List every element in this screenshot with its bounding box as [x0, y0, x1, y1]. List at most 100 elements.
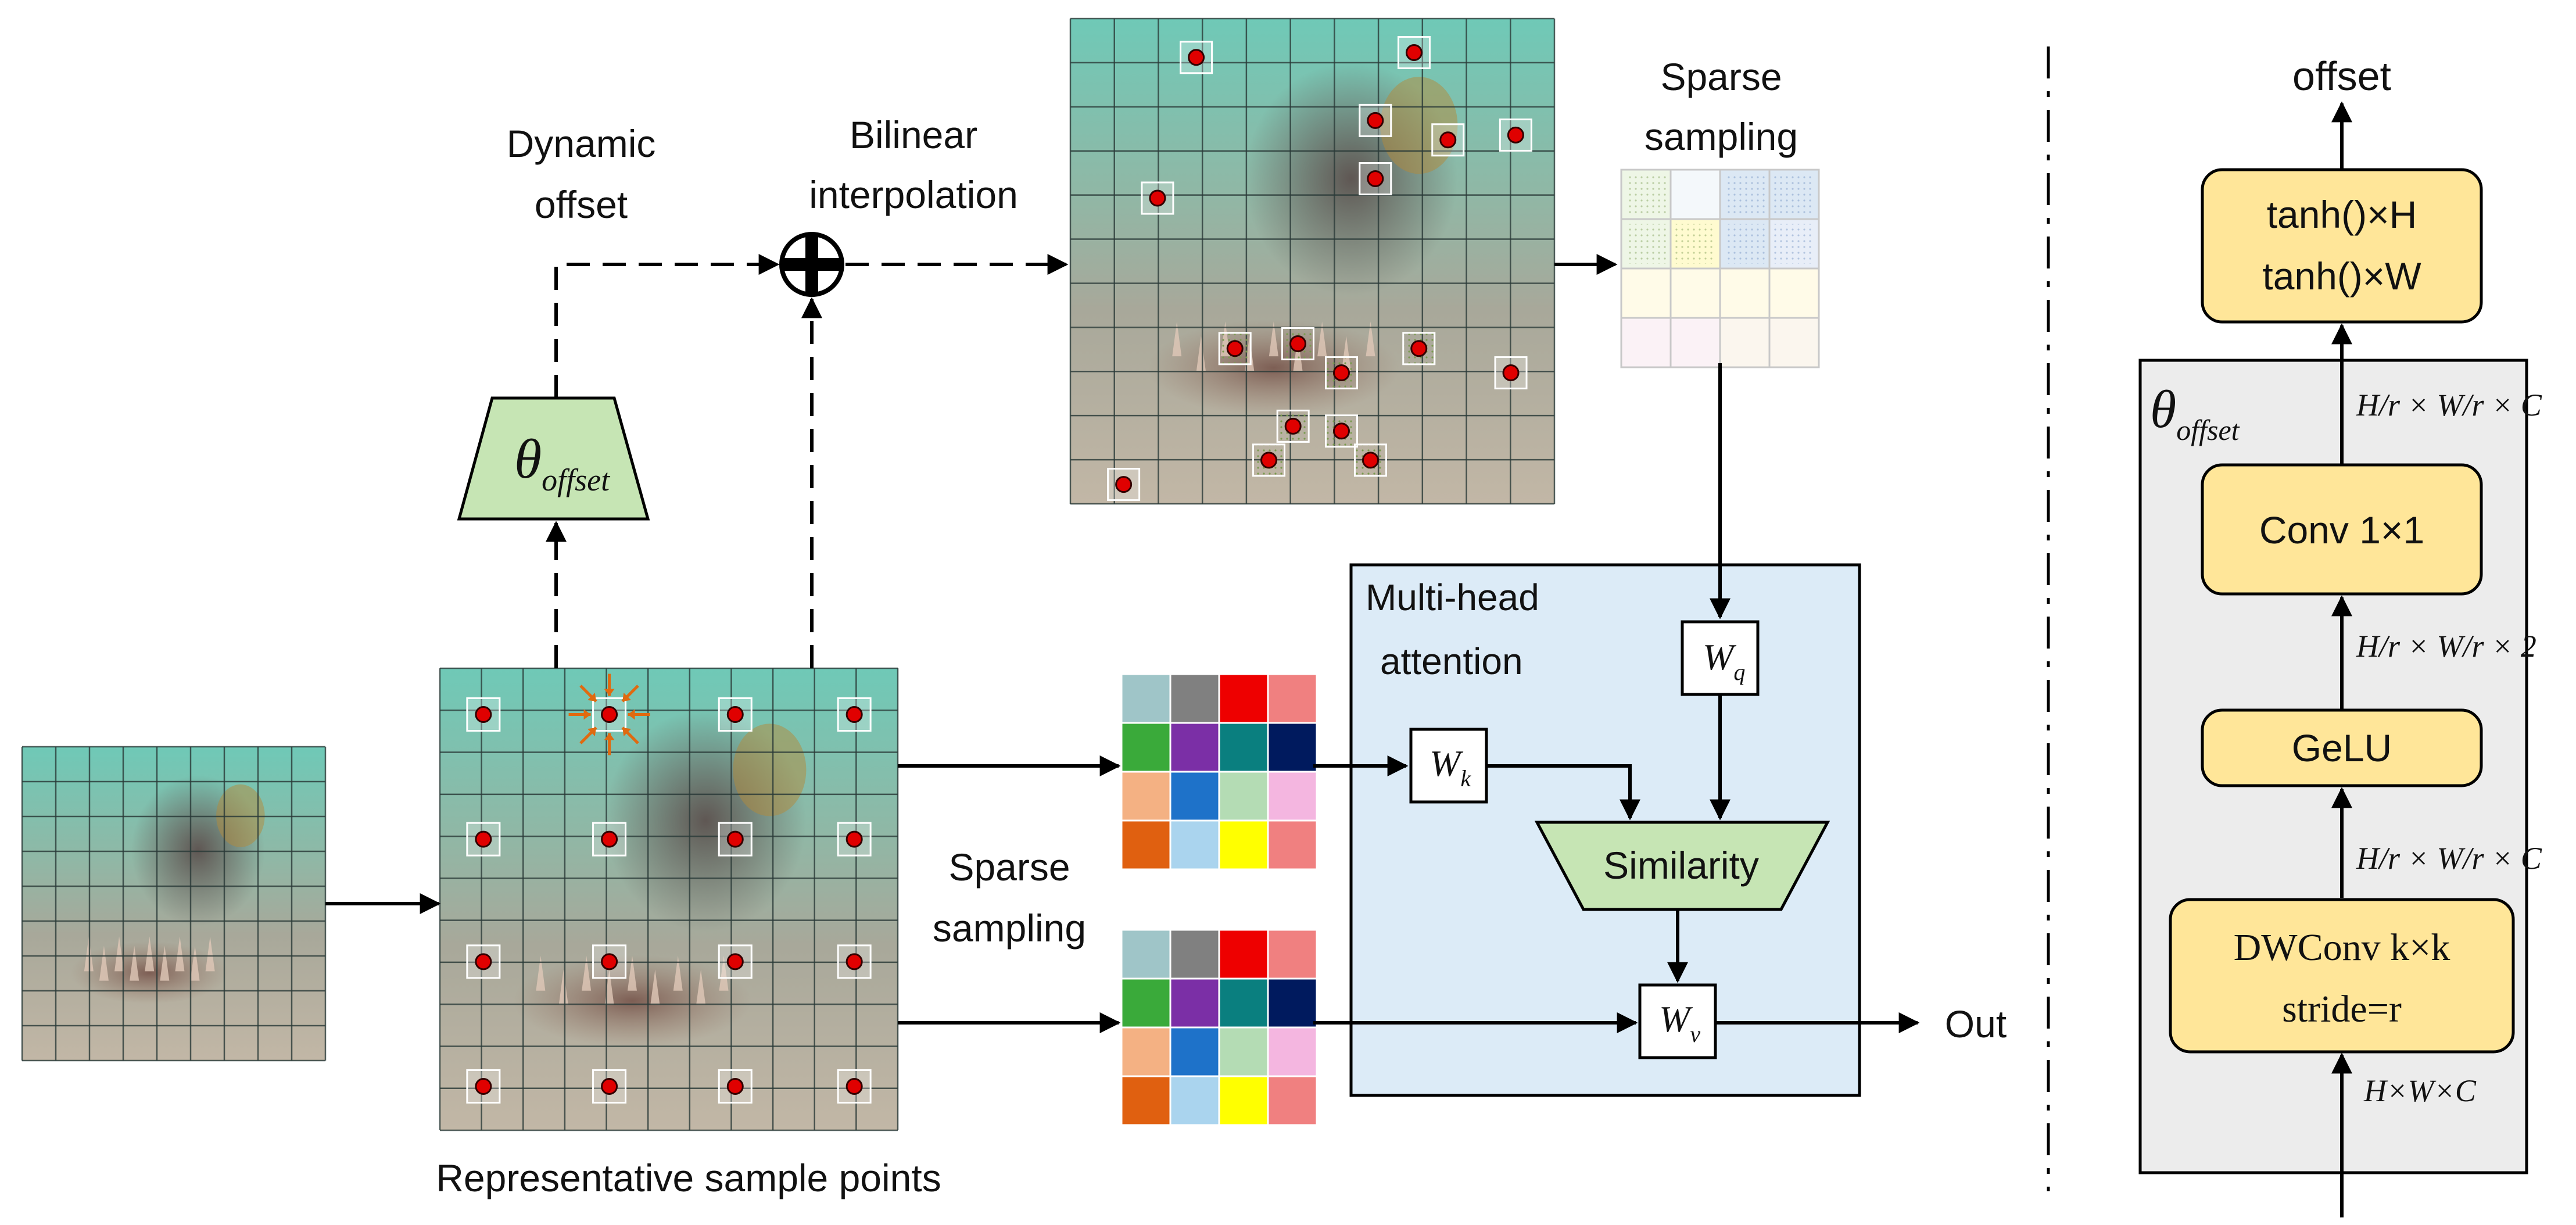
sparse-cell: [1719, 317, 1771, 368]
cucumber-spike: [650, 969, 660, 1005]
sparse-cell-texture: [1725, 224, 1765, 264]
sample-patch: [1499, 118, 1532, 152]
sample-point: [1405, 44, 1423, 61]
sample-point: [1410, 340, 1428, 357]
sample-patch: [837, 1069, 872, 1104]
cucumber-spike: [673, 955, 683, 991]
sample-point: [601, 1077, 618, 1095]
gelu-label: GeLU: [2292, 726, 2392, 769]
token-cell: [1218, 771, 1269, 822]
token-cell: [1218, 673, 1269, 724]
mha-label-line2: attention: [1380, 640, 1523, 682]
sea-cucumber: [513, 954, 751, 1047]
sparse-cell-texture: [1626, 224, 1666, 264]
token-cell: [1120, 1075, 1171, 1126]
dynamic-offset-line2: offset: [535, 183, 628, 226]
token-cell: [1120, 771, 1171, 822]
dim-after-dw: H/r × W/r × C: [2356, 841, 2542, 876]
wk-box: [1409, 728, 1488, 804]
token-cell: [1169, 771, 1220, 822]
offset-arrowhead: [604, 689, 615, 696]
sample-point: [1260, 452, 1278, 469]
token-cell: [1169, 673, 1220, 724]
representative-label: Representative sample points: [436, 1156, 941, 1199]
sample-point: [1439, 131, 1457, 149]
tanh-box: [2201, 168, 2483, 324]
cucumber-spike: [558, 969, 568, 1005]
wv-label: Wv: [1659, 998, 1700, 1047]
cucumber-spike: [1317, 321, 1327, 357]
sample-point: [1507, 126, 1524, 144]
sparse-cell: [1669, 267, 1721, 319]
gelu-box: [2201, 708, 2483, 787]
conv1x1-box: [2201, 463, 2483, 596]
sample-point: [601, 830, 618, 848]
token-cell: [1267, 771, 1318, 822]
token-cell: [1218, 929, 1269, 980]
sparse-mid-line1: Sparse: [948, 846, 1070, 889]
sparse-cell-texture: [1675, 224, 1715, 264]
token-cell: [1120, 722, 1171, 773]
cucumber-spike: [1196, 336, 1206, 371]
sample-point: [726, 1077, 744, 1095]
dwconv-line1: DWConv k×k: [2234, 926, 2450, 969]
token-cell: [1267, 929, 1318, 980]
cucumber-spike: [719, 955, 729, 991]
offset-arrowhead: [622, 693, 632, 701]
token-cell: [1218, 1075, 1269, 1126]
dynamic-offset-line1: Dynamic: [507, 122, 656, 165]
token-cell: [1120, 819, 1171, 871]
dim-input: H×W×C: [2363, 1073, 2477, 1108]
sample-point: [475, 706, 492, 723]
wq-box: [1681, 620, 1760, 696]
sparse-cell: [1669, 317, 1721, 368]
arrows: [325, 254, 1920, 1033]
key-token-grid: [1120, 673, 1318, 871]
token-cell: [1218, 1026, 1269, 1077]
cucumber-spike: [114, 936, 124, 972]
cucumber-spike: [160, 945, 170, 981]
cucumber-spike: [1366, 321, 1375, 357]
cucumber-spike: [190, 945, 200, 981]
value-token-grid: [1120, 929, 1318, 1126]
token-cell: [1267, 819, 1318, 871]
weed-blob: [733, 723, 807, 816]
offset-arrowhead: [628, 709, 635, 720]
token-cell: [1120, 977, 1171, 1029]
sample-point: [1149, 189, 1166, 207]
sample-point: [1226, 340, 1244, 357]
token-cell: [1169, 977, 1220, 1029]
sparse-cell-texture: [1626, 174, 1666, 214]
sample-point: [726, 706, 744, 723]
offset-arrowhead: [604, 733, 615, 740]
wv-box: [1638, 983, 1717, 1059]
sample-patch: [592, 822, 627, 857]
token-cell: [1120, 929, 1171, 980]
similarity-label: Similarity: [1603, 844, 1759, 887]
token-cell: [1267, 673, 1318, 724]
token-cell: [1169, 1026, 1220, 1077]
sparse-mid-line2: sampling: [933, 907, 1086, 950]
bilinear-line1: Bilinear: [850, 113, 977, 156]
token-cell: [1267, 1026, 1318, 1077]
cucumber-spike: [175, 936, 185, 972]
module-theta-label: θoffset: [2150, 379, 2240, 446]
offset-arrowhead: [587, 693, 596, 701]
theta-offset-label: θoffset: [514, 428, 611, 497]
sea-cucumber: [70, 941, 228, 1004]
token-cell: [1218, 722, 1269, 773]
sample-point: [1289, 335, 1307, 352]
token-cell: [1120, 1026, 1171, 1077]
bilinear-line2: interpolation: [809, 173, 1018, 216]
sparse-top-line1: Sparse: [1660, 55, 1782, 98]
sparse-cell-texture: [1774, 174, 1814, 214]
sample-point: [475, 1077, 492, 1095]
token-cell: [1218, 819, 1269, 871]
sea-cucumber: [1148, 319, 1400, 417]
weed-blob: [1380, 77, 1458, 174]
token-cell: [1169, 722, 1220, 773]
representative-points-photo: [439, 667, 899, 1131]
sample-point: [1284, 417, 1302, 435]
sample-point: [1115, 476, 1133, 493]
